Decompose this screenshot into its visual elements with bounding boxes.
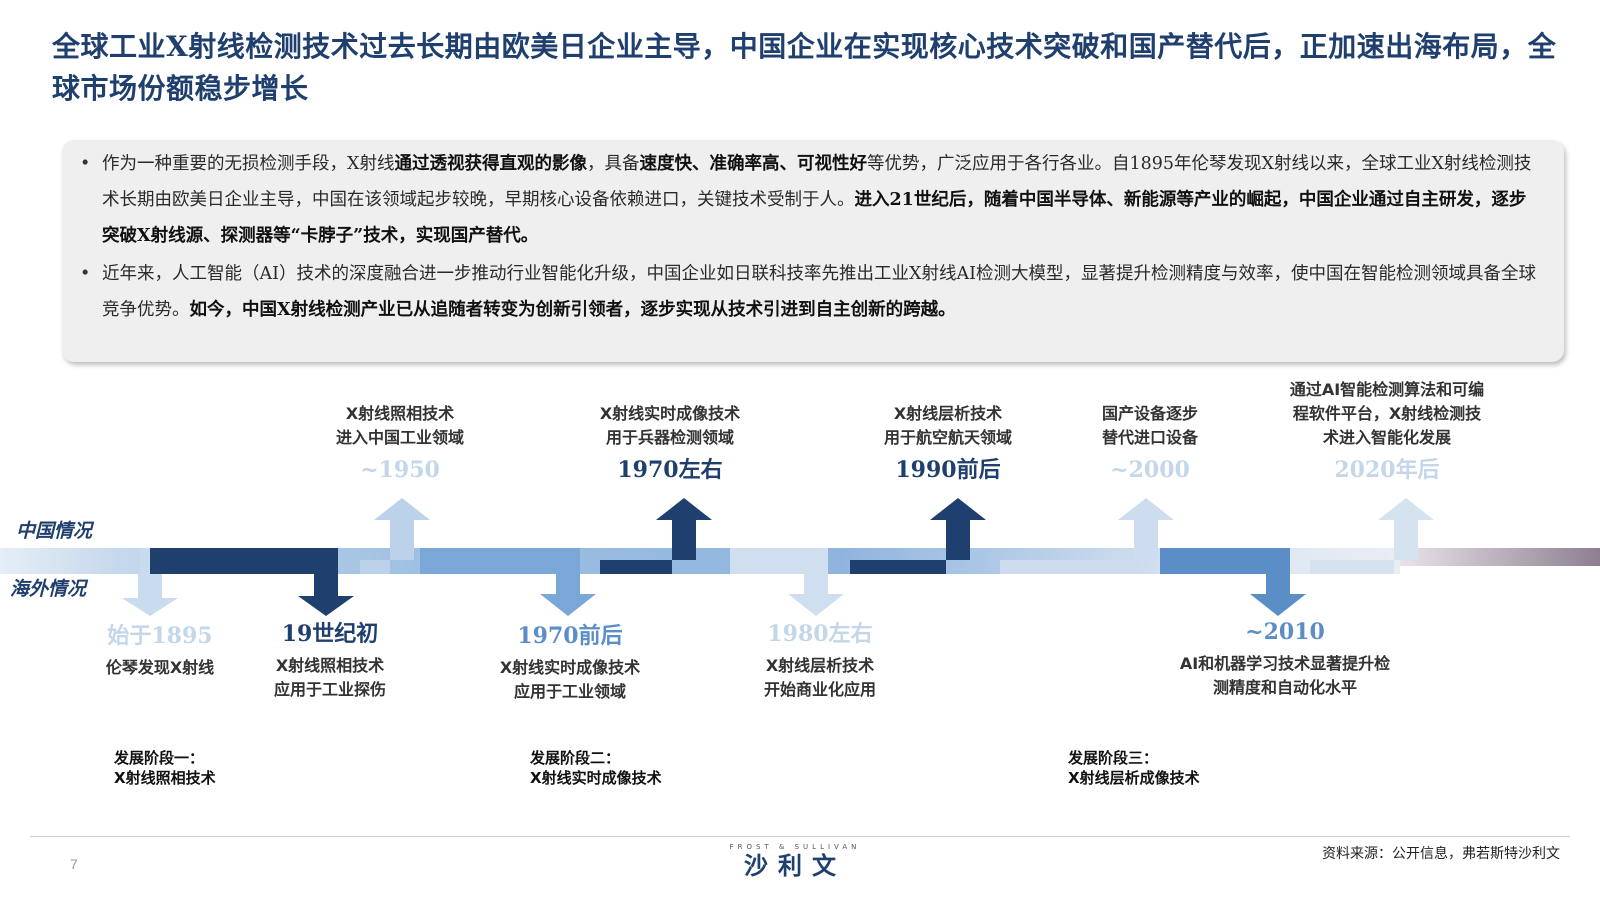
footer-divider [30,836,1570,837]
stage-2-text: 发展阶段二： X射线实时成像技术 [530,749,662,787]
overseas-event-1895: 始于1895 伦琴发现X射线 [105,623,215,677]
arrow-up-2000 [1000,498,1174,574]
arrow-up-2020 [1310,498,1434,574]
arrow-down-1970 [420,548,596,616]
stage-3-text: 发展阶段三： X射线层析成像技术 [1068,749,1200,787]
china-event-1990: X射线层析技术 用于航空航天领域 1990前后 [883,404,1012,483]
timeline: 中国情况 海外情况 X射线照相技术 进入中国工业领域 ~1950 X射线实时成像… [0,370,1600,787]
stage-1-text: 发展阶段一： X射线照相技术 [114,749,216,787]
summary-box: 作为一种重要的无损检测手段，X射线通过透视获得直观的影像，具备速度快、准确率高、… [62,140,1564,362]
page-number: 7 [70,856,78,872]
tail-band [1400,548,1600,566]
arrow-down-1895 [122,548,178,616]
arrow-down-2010 [1160,548,1306,616]
overseas-label: 海外情况 [10,578,87,600]
overseas-event-2010: ~2010 AI和机器学习技术显著提升检 测精度和自动化水平 [1179,619,1391,697]
summary-point-1: 作为一种重要的无损检测手段，X射线通过透视获得直观的影像，具备速度快、准确率高、… [80,146,1538,254]
overseas-event-1970: 1970前后 X射线实时成像技术 应用于工业领域 [499,623,641,701]
page-title: 全球工业X射线检测技术过去长期由欧美日企业主导，中国企业在实现核心技术突破和国产… [52,30,1557,105]
arrow-up-1950 [360,498,430,574]
overseas-event-19c: 19世纪初 X射线照相技术 应用于工业探伤 [273,621,386,699]
summary-point-2: 近年来，人工智能（AI）技术的深度融合进一步推动行业智能化升级，中国企业如日联科… [80,256,1538,328]
china-event-1970: X射线实时成像技术 用于兵器检测领域 1970左右 [599,404,741,483]
china-event-2000: 国产设备逐步 替代进口设备 ~2000 [1101,404,1198,483]
arrow-down-19c [150,548,354,616]
arrow-down-1980 [730,548,844,616]
timeline-arrows [0,498,1600,616]
source-note: 资料来源：公开信息，弗若斯特沙利文 [1322,846,1560,862]
china-event-1950: X射线照相技术 进入中国工业领域 ~1950 [335,404,464,483]
frost-sullivan-logo: FROST & SULLIVAN 沙利文 [729,843,861,880]
arrow-up-1970 [600,498,712,574]
overseas-event-1980: 1980左右 X射线层析技术 开始商业化应用 [763,621,876,699]
china-label: 中国情况 [16,520,93,542]
arrow-up-1990 [850,498,986,574]
china-event-2020: 通过AI智能检测算法和可编 程软件平台，X射线检测技 术进入智能化发展 2020… [1289,380,1485,483]
